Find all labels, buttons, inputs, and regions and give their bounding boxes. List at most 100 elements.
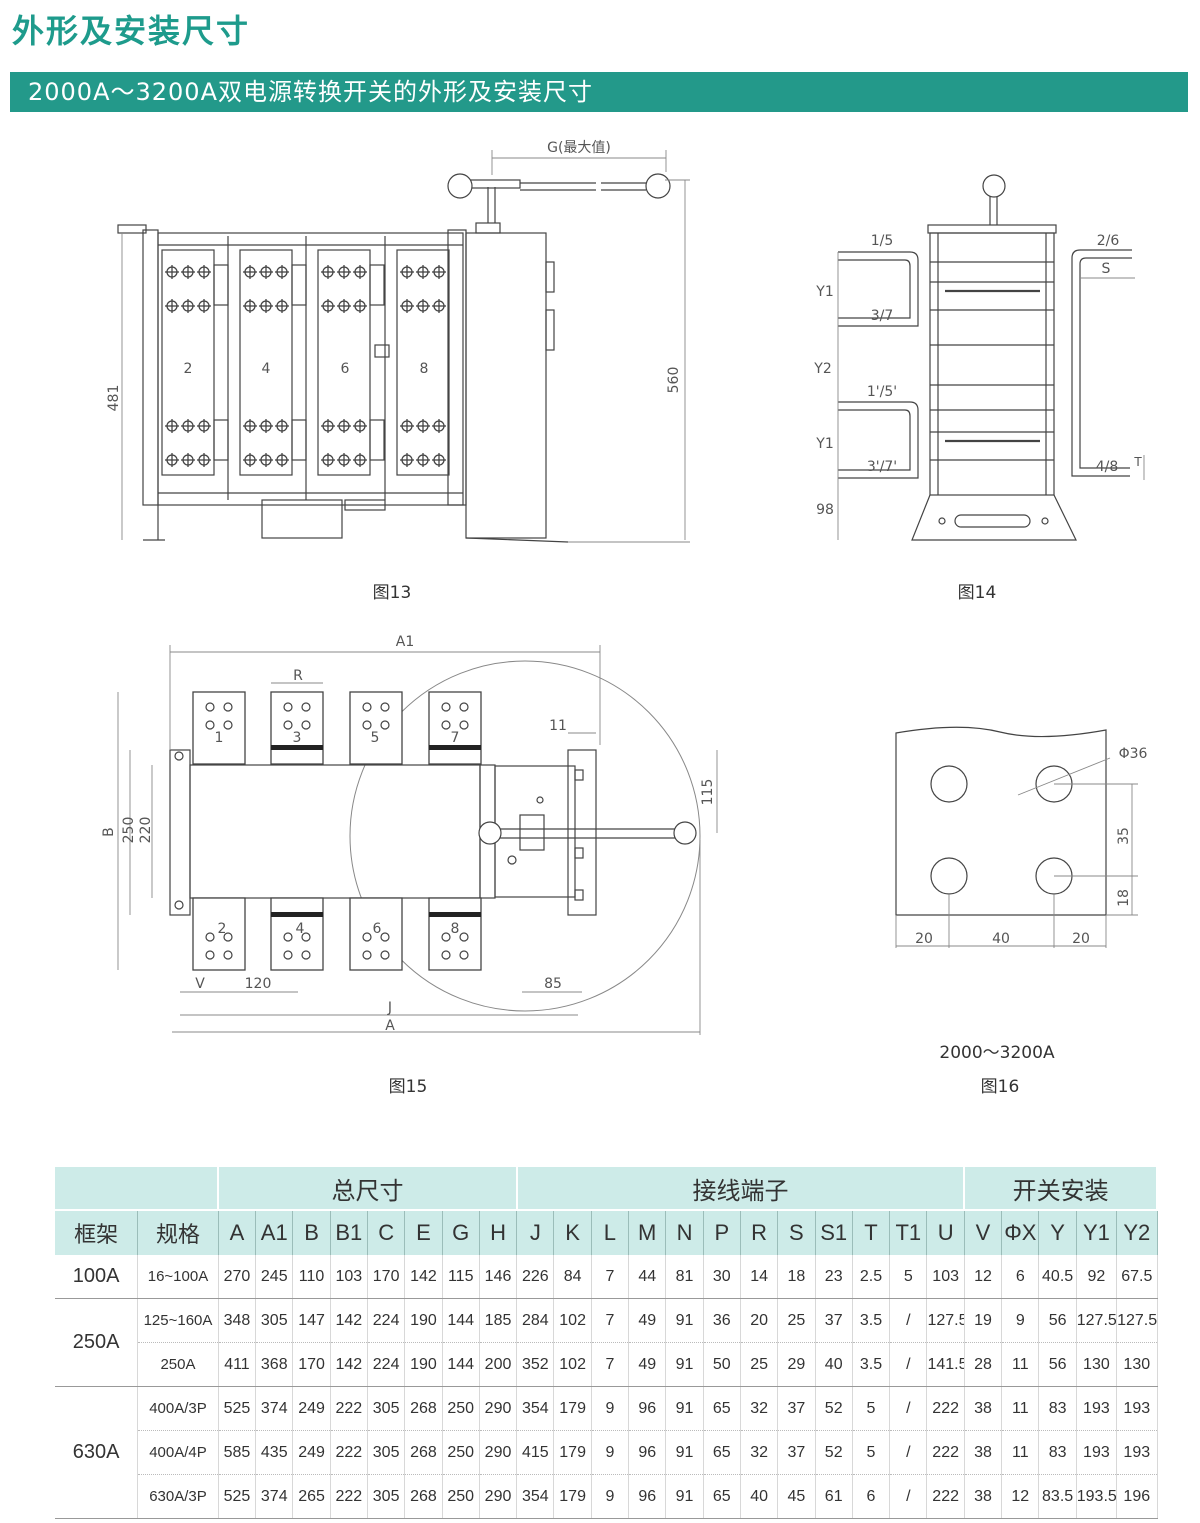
value-cell: 56	[1038, 1342, 1077, 1387]
value-cell: 67.5	[1116, 1255, 1158, 1299]
value-cell: 49	[628, 1298, 667, 1343]
value-cell: 222	[330, 1386, 368, 1431]
spec-cell: 16~100A	[137, 1255, 219, 1299]
column-header: A	[218, 1209, 257, 1255]
value-cell: 56	[1038, 1298, 1077, 1343]
value-cell: 250	[442, 1474, 480, 1519]
value-cell: 11	[1001, 1342, 1040, 1387]
value-cell: 91	[665, 1298, 704, 1343]
fig15-dim-85: 85	[544, 976, 562, 992]
value-cell: 200	[479, 1342, 518, 1387]
section-heading: 2000A～3200A双电源转换开关的外形及安装尺寸	[10, 72, 1188, 112]
fig14-label-4-8: 4/8	[1096, 459, 1119, 475]
value-cell: /	[889, 1430, 928, 1475]
value-cell: 348	[218, 1298, 257, 1343]
value-cell: 81	[665, 1255, 704, 1299]
value-cell: 144	[442, 1342, 480, 1387]
spec-cell: 630A/3P	[137, 1474, 219, 1519]
fig13-dim-560: 560	[666, 367, 682, 394]
fig13-caption: 图13	[372, 583, 412, 603]
value-cell: 2.5	[852, 1255, 891, 1299]
value-cell: 144	[442, 1298, 480, 1343]
value-cell: 249	[292, 1386, 331, 1431]
value-cell: 185	[479, 1298, 518, 1343]
value-cell: 9	[1001, 1298, 1040, 1343]
page-title: 外形及安装尺寸	[12, 12, 251, 50]
value-cell: 103	[926, 1255, 965, 1299]
group-blank	[55, 1167, 220, 1210]
column-header: N	[665, 1209, 704, 1255]
value-cell: 11	[1001, 1386, 1040, 1431]
column-header: R	[740, 1209, 779, 1255]
value-cell: 12	[1001, 1474, 1040, 1519]
column-header: E	[404, 1209, 443, 1255]
value-cell: 102	[553, 1298, 592, 1343]
value-cell: 193.5	[1076, 1474, 1118, 1519]
value-cell: 190	[404, 1342, 443, 1387]
column-header: S1	[815, 1209, 853, 1255]
value-cell: 142	[330, 1298, 368, 1343]
value-cell: 38	[964, 1430, 1003, 1475]
column-header: Y2	[1116, 1209, 1158, 1255]
value-cell: 32	[740, 1386, 779, 1431]
fig13-dim-g: G(最大值)	[547, 140, 611, 156]
value-cell: 305	[255, 1298, 294, 1343]
column-header: Y	[1038, 1209, 1077, 1255]
fig13-dim-481: 481	[106, 385, 122, 412]
value-cell: 250	[442, 1386, 480, 1431]
value-cell: 268	[404, 1430, 443, 1475]
value-cell: 270	[218, 1255, 257, 1299]
figure-16	[895, 726, 1138, 948]
value-cell: 7	[591, 1342, 630, 1387]
fig15-pole-8: 8	[451, 921, 460, 937]
value-cell: 49	[628, 1342, 667, 1387]
column-header: G	[442, 1209, 480, 1255]
value-cell: 368	[255, 1342, 294, 1387]
fig15-caption: 图15	[388, 1077, 428, 1097]
fig13-pole-8: 8	[420, 361, 429, 377]
column-header: A1	[255, 1209, 294, 1255]
value-cell: 179	[553, 1386, 592, 1431]
value-cell: 38	[964, 1386, 1003, 1431]
fig14-label-3p-7p: 3'/7'	[867, 459, 897, 475]
value-cell: 179	[553, 1474, 592, 1519]
value-cell: 3.5	[852, 1298, 891, 1343]
value-cell: 374	[255, 1386, 294, 1431]
fig15-dim-220: 220	[138, 817, 154, 844]
technical-drawings: 2 4 6 8 G(最大值) 481 560	[101, 140, 1148, 1035]
column-header: B1	[330, 1209, 368, 1255]
fig14-label-y1-top: Y1	[815, 284, 833, 300]
value-cell: 91	[665, 1474, 704, 1519]
figure-15	[117, 645, 718, 1035]
value-cell: 91	[665, 1430, 704, 1475]
value-cell: 305	[367, 1386, 406, 1431]
figure-13	[117, 150, 690, 543]
fig15-pole-2: 2	[218, 921, 227, 937]
value-cell: 147	[292, 1298, 331, 1343]
value-cell: 9	[591, 1386, 630, 1431]
value-cell: 14	[740, 1255, 779, 1299]
value-cell: 170	[292, 1342, 331, 1387]
value-cell: 222	[330, 1474, 368, 1519]
fig15-pole-1: 1	[215, 730, 224, 746]
value-cell: 7	[591, 1298, 630, 1343]
column-header: P	[703, 1209, 741, 1255]
fig16-dim-20-left: 20	[915, 931, 933, 947]
value-cell: 52	[815, 1386, 853, 1431]
value-cell: 130	[1076, 1342, 1118, 1387]
value-cell: 7	[591, 1255, 630, 1299]
value-cell: 415	[516, 1430, 555, 1475]
value-cell: 6	[1001, 1255, 1040, 1299]
column-header: H	[479, 1209, 518, 1255]
column-header: L	[591, 1209, 630, 1255]
value-cell: 127.5	[926, 1298, 965, 1343]
fig14-label-y2: Y2	[813, 361, 831, 377]
column-header: Y1	[1076, 1209, 1118, 1255]
value-cell: 525	[218, 1386, 257, 1431]
value-cell: /	[889, 1342, 928, 1387]
value-cell: 91	[665, 1386, 704, 1431]
